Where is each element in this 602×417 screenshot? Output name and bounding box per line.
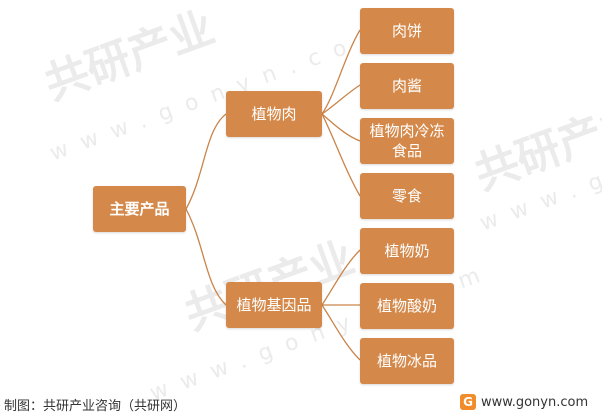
connector-branch-1-to-child-1 bbox=[321, 29, 361, 115]
leaf-label: 植物肉冷冻食品 bbox=[369, 122, 445, 160]
leaf-node: 植物肉冷冻食品 bbox=[360, 118, 454, 164]
leaf-label: 肉饼 bbox=[391, 22, 422, 40]
leaf-node: 肉酱 bbox=[360, 63, 454, 109]
leaf-label: 肉酱 bbox=[391, 77, 422, 95]
branch-node-plant-meat: 植物肉 bbox=[226, 91, 322, 137]
root-node: 主要产品 bbox=[93, 186, 186, 232]
connector-branch-2-to-child-3 bbox=[321, 304, 361, 361]
branch-label: 植物基因品 bbox=[236, 296, 312, 314]
branch-label: 植物肉 bbox=[251, 105, 297, 123]
connector-root-to-branch-2 bbox=[185, 208, 227, 306]
leaf-label: 植物奶 bbox=[384, 242, 430, 260]
leaf-node: 植物奶 bbox=[360, 228, 454, 274]
gonyn-logo-icon: G bbox=[460, 394, 476, 410]
connector-branch-1-to-child-4 bbox=[321, 113, 361, 197]
leaf-node: 肉饼 bbox=[360, 8, 454, 54]
connector-branch-2-to-child-1 bbox=[321, 249, 361, 306]
leaf-label: 零食 bbox=[391, 187, 422, 205]
source-note: 制图：共研产业咨询（共研网） bbox=[4, 399, 187, 414]
connector-branch-1-to-child-2 bbox=[321, 84, 361, 115]
leaf-node: 植物冰品 bbox=[360, 338, 454, 384]
website-link[interactable]: www.gonyn.com bbox=[481, 395, 589, 410]
connector-branch-1-to-child-3 bbox=[321, 113, 361, 142]
leaf-node: 植物酸奶 bbox=[360, 283, 454, 329]
root-label: 主要产品 bbox=[109, 200, 170, 218]
branch-node-plant-based: 植物基因品 bbox=[226, 282, 322, 328]
leaf-node: 零食 bbox=[360, 173, 454, 219]
connector-root-to-branch-1 bbox=[185, 113, 227, 210]
leaf-label: 植物冰品 bbox=[376, 352, 437, 370]
leaf-label: 植物酸奶 bbox=[376, 297, 437, 315]
